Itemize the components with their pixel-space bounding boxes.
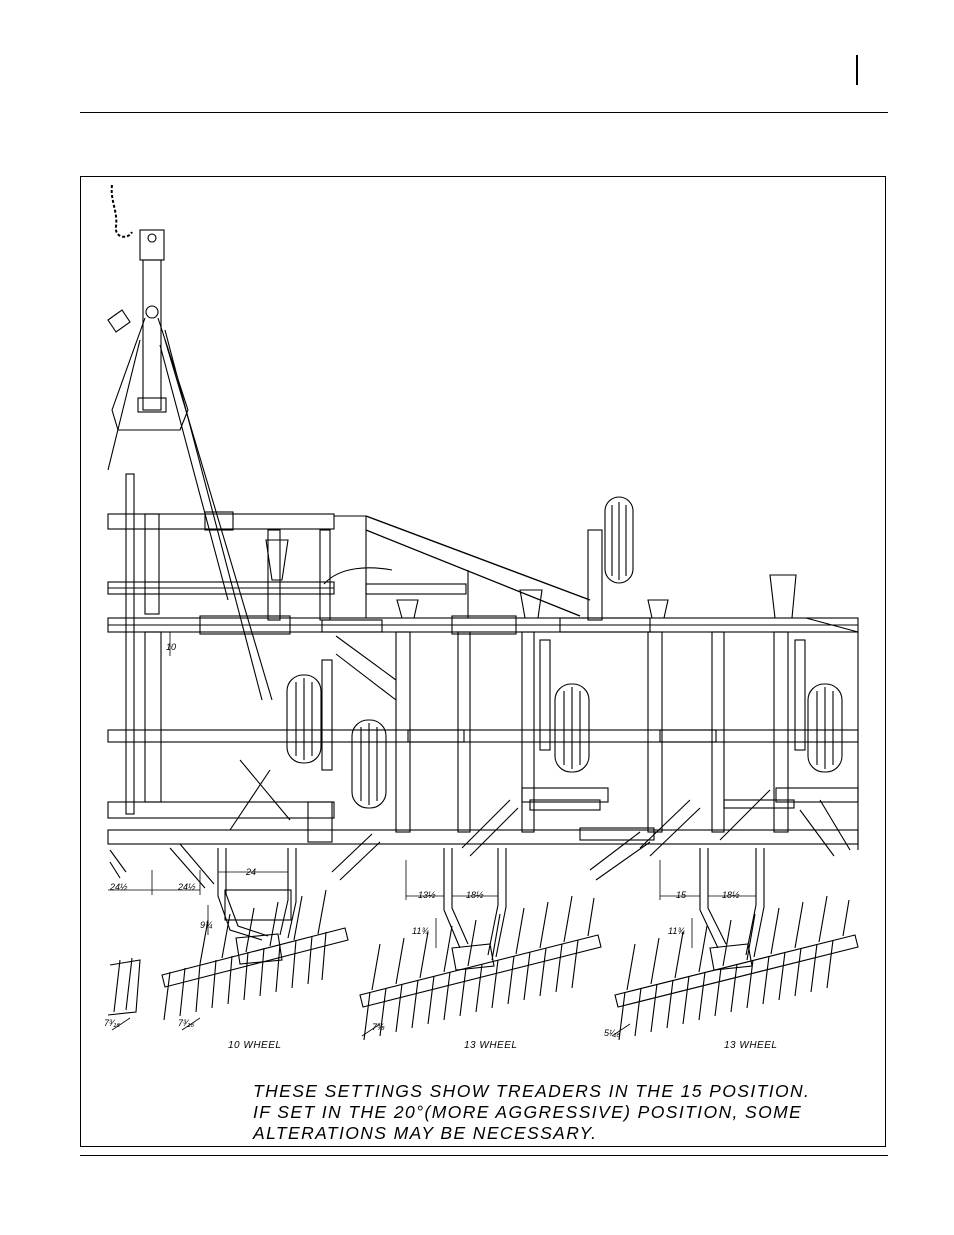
frame-posts [126,474,788,832]
dim-24-half-a: 24½ [109,882,128,892]
dim-5-1-16: 5¹⁄₁₆ [604,1028,620,1038]
dim-7-3-16-a: 7³⁄₁₆ [104,1018,120,1028]
wheel-label-10: 10 WHEEL [228,1040,281,1051]
dim-24: 24 [245,867,256,877]
wheel-label-13-b: 13 WHEEL [724,1040,777,1051]
dim-11-three-quarter-b: 11¾ [668,926,685,936]
dim-7-five-eighths: 7⅝ [372,1022,385,1032]
treader-shanks [218,848,764,957]
treader-wheel-13a [360,896,601,1040]
note-line-2: IF SET IN THE 20°(MORE AGGRESSIVE) POSIT… [253,1102,773,1123]
dim-7-3-16-b: 7³⁄₁₆ [178,1018,194,1028]
wheel-label-13-a: 13 WHEEL [464,1040,517,1051]
dim-13-half: 13½ [418,890,436,900]
diagonal-braces [110,760,850,888]
dim-9-three-quarter: 9¾ [200,920,213,930]
dim-18-half-b: 18½ [722,890,740,900]
gauge-wheels [287,497,842,808]
actuators [200,512,796,634]
hitch-assembly [108,185,272,700]
note-line-3: ALTERATIONS MAY BE NECESSARY. [253,1123,773,1144]
note-line-1: THESE SETTINGS SHOW TREADERS IN THE 15 P… [253,1081,773,1102]
dimension-labels: 10 24½ 24½ 24 9¾ 7³⁄₁₆ 7³⁄₁₆ 13½ 18½ 11¾… [104,642,777,1051]
treader-wheel-13b [615,896,858,1040]
settings-note: THESE SETTINGS SHOW TREADERS IN THE 15 P… [253,1081,773,1144]
dim-18-half-a: 18½ [466,890,484,900]
dimension-lines [108,632,756,1036]
dim-11-three-quarter-a: 11¾ [412,926,429,936]
dim-10: 10 [166,642,176,652]
treader-wheel-10 [108,890,348,1020]
dim-15: 15 [676,890,687,900]
dim-24-half-b: 24½ [177,882,196,892]
treader-mounts [308,788,858,842]
